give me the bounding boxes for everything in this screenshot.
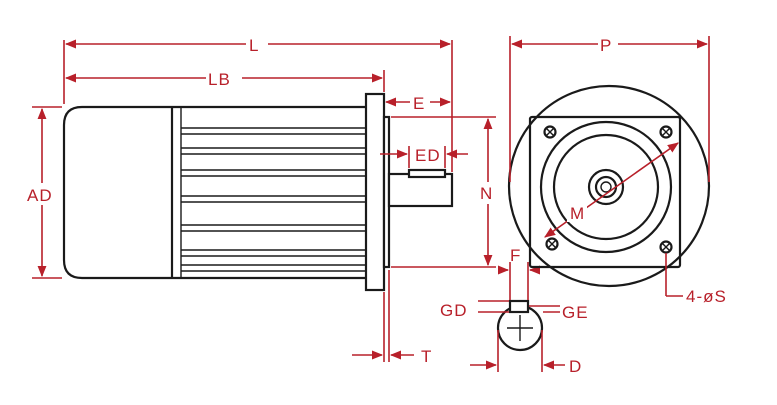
dim-N-label: N [480,184,493,203]
dim-ED-label: ED [415,146,441,165]
front-dimensions: P M 4-øS [509,34,727,306]
dim-P-label: P [600,36,612,55]
front-pilot-circle [539,120,673,254]
dim-GD-label: GD [440,301,468,320]
key-section [508,299,530,314]
shaft-key [407,168,447,179]
output-shaft [387,172,454,208]
mounting-holes [543,125,673,254]
dim-S-label: 4-øS [686,287,727,306]
front-view [507,84,711,288]
cooling-fins [180,108,366,277]
dim-L-label: L [249,36,259,55]
front-inner-circle [552,133,660,241]
rear-end-cap [62,105,172,280]
front-outer-circle [507,84,711,288]
mounting-flange [364,92,386,292]
dim-LB-label: LB [208,70,231,89]
dim-F-label: F [510,246,521,265]
dim-GE-label: GE [562,303,589,322]
front-square-flange [528,115,682,269]
front-shaft-outer [587,168,625,206]
dim-AD-label: AD [27,186,53,205]
side-view [62,92,454,292]
shaft-cross-section [496,299,544,352]
dim-E-label: E [413,94,425,113]
dim-M-label: M [570,204,585,223]
side-dimensions: L LB E ED AD N T [26,34,498,366]
dim-T-label: T [421,347,432,366]
dim-D-label: D [569,357,582,376]
shaft-dimensions: F GD GE D [440,246,589,376]
